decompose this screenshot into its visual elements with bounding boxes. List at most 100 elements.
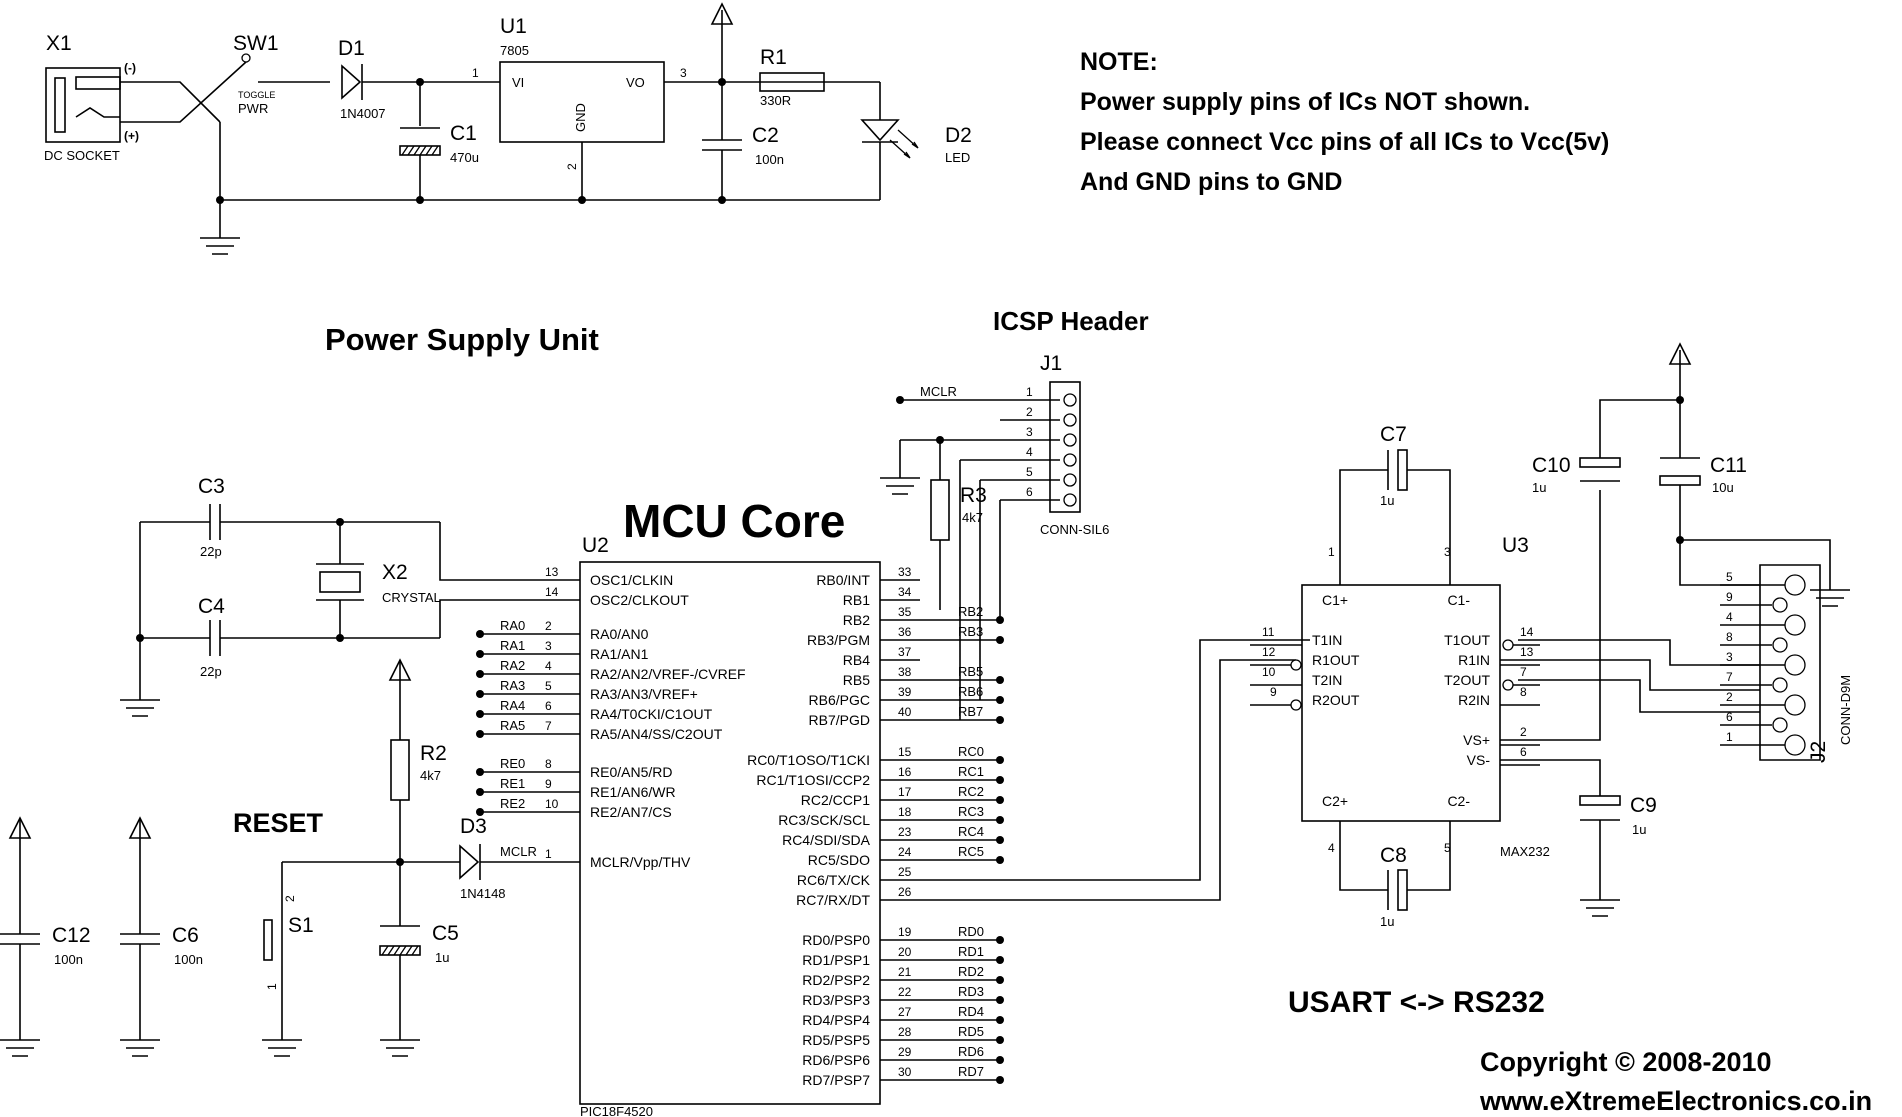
u2-ref: U2 — [582, 534, 609, 557]
website-text: www.eXtremeElectronics.co.in — [1479, 1086, 1872, 1116]
reset-mclr-label: MCLR — [500, 844, 537, 859]
d2-value: LED — [945, 150, 970, 165]
c3-value: 22p — [200, 544, 222, 559]
net-dot — [996, 1036, 1004, 1044]
net-label-rc1: RC1 — [958, 764, 984, 779]
net-dot — [476, 670, 484, 678]
u2-pin-name: RC0/T1OSO/T1CKI — [747, 752, 870, 768]
u3-pin-name-c2p: C2+ — [1322, 793, 1348, 809]
u3-pin-num-r2out: 9 — [1270, 685, 1277, 699]
c1-ref: C1 — [450, 122, 477, 145]
capacitor-c2: C2 100n — [702, 82, 784, 200]
u3-pin-name-r2out: R2OUT — [1312, 692, 1360, 708]
c10-value: 1u — [1532, 480, 1546, 495]
net-label-rc3: RC3 — [958, 804, 984, 819]
u2-pin-num: 36 — [898, 625, 912, 639]
resistor-r1: R1 330R — [759, 46, 825, 108]
u3-pin-name-t1out: T1OUT — [1444, 632, 1490, 648]
u2-pin-name: RE1/AN6/WR — [590, 784, 676, 800]
c6-ref: C6 — [172, 924, 199, 947]
net-label-re2: RE2 — [500, 796, 525, 811]
s1-pin1: 1 — [265, 983, 279, 990]
u3-pin-name-c1m: C1- — [1447, 592, 1470, 608]
u2-pin-num: 9 — [545, 777, 552, 791]
u3-pin-name-vsm: VS- — [1467, 752, 1491, 768]
u3-pin-name-r2in: R2IN — [1458, 692, 1490, 708]
x1-neg-label: (-) — [124, 61, 136, 75]
db9-pin-5 — [1784, 574, 1806, 596]
c10-ref: C10 — [1532, 454, 1571, 477]
net-label-rb6: RB6 — [958, 684, 983, 699]
c3-ref: C3 — [198, 475, 225, 498]
db9-pin-7 — [1772, 677, 1788, 693]
u3-pin-num-t2out: 7 — [1520, 665, 1527, 679]
net-dot — [996, 1016, 1004, 1024]
net-dot — [996, 696, 1004, 704]
u3-pin-name-r1out: R1OUT — [1312, 652, 1360, 668]
j1-ref: J1 — [1040, 352, 1062, 375]
j1-pin-num: 3 — [1026, 425, 1033, 439]
u2-pin-name: RC1/T1OSI/CCP2 — [756, 772, 870, 788]
net-label-re0: RE0 — [500, 756, 525, 771]
u2-pin-name: RC6/TX/CK — [797, 872, 871, 888]
net-dot — [996, 856, 1004, 864]
u3-pin-name-t1in: T1IN — [1312, 632, 1342, 648]
u2-pin-name: RC7/RX/DT — [796, 892, 870, 908]
u3-pin-name-t2out: T2OUT — [1444, 672, 1490, 688]
net-dot — [996, 616, 1004, 624]
d1-value: 1N4007 — [340, 106, 386, 121]
u2-pin-name: RB0/INT — [816, 572, 870, 588]
u2-pin-name: RD5/PSP5 — [802, 1032, 870, 1048]
u2-pin-name: RE0/AN5/RD — [590, 764, 672, 780]
u2-pin-num: 13 — [545, 565, 559, 579]
u2-pin-num: 21 — [898, 965, 912, 979]
u2-pin-name: RA0/AN0 — [590, 626, 649, 642]
u2-pin-num: 27 — [898, 1005, 912, 1019]
c9-ref: C9 — [1630, 794, 1657, 817]
j1-pin-2 — [1063, 413, 1077, 427]
u2-pin-num: 29 — [898, 1045, 912, 1059]
r3-value: 4k7 — [962, 510, 983, 525]
oscillator-section: C3 22p C4 22p X2 CRYSTAL — [120, 475, 580, 717]
db9-pin-1 — [1784, 734, 1806, 756]
u2-pin-num: 22 — [898, 985, 912, 999]
net-label-ra1: RA1 — [500, 638, 525, 653]
r2-ref: R2 — [420, 742, 447, 765]
u3-pin-name-t2in: T2IN — [1312, 672, 1342, 688]
db9-pin-num: 1 — [1726, 730, 1733, 744]
c12-value: 100n — [54, 952, 83, 967]
c1-value: 470u — [450, 150, 479, 165]
note-line-2: Please connect Vcc pins of all ICs to Vc… — [1080, 128, 1609, 156]
u2-pin-num: 30 — [898, 1065, 912, 1079]
u2-pin-num: 15 — [898, 745, 912, 759]
net-label-rc2: RC2 — [958, 784, 984, 799]
u2-pin-num: 39 — [898, 685, 912, 699]
d2-ref: D2 — [945, 124, 972, 147]
net-label-ra0: RA0 — [500, 618, 525, 633]
net-label-rd5: RD5 — [958, 1024, 984, 1039]
net-label-rd4: RD4 — [958, 1004, 984, 1019]
u3-pin-num-c1p: 1 — [1328, 545, 1335, 559]
u3-pin-num-vsm: 6 — [1520, 745, 1527, 759]
u2-pin-num: 10 — [545, 797, 559, 811]
db9-pin-3 — [1784, 654, 1806, 676]
u2-pin-name: RC4/SDI/SDA — [782, 832, 871, 848]
r1-ref: R1 — [760, 46, 787, 69]
d1-ref: D1 — [338, 37, 365, 60]
s1-pin2: 2 — [283, 895, 297, 902]
r3-ref: R3 — [960, 484, 987, 507]
reset-section: R2 4k7 D3 1N4148 MCLR C5 1u S1 1 2 — [262, 658, 580, 1057]
u2-pin-name: RB3/PGM — [807, 632, 870, 648]
u1-pin3: 3 — [680, 66, 687, 80]
sw1-type: TOGGLE — [238, 90, 275, 100]
c2-ref: C2 — [752, 124, 779, 147]
u2-pin-name: RB4 — [843, 652, 870, 668]
j1-pin-num: 2 — [1026, 405, 1033, 419]
net-dot — [476, 690, 484, 698]
u3-pin-num-t2in: 10 — [1262, 665, 1276, 679]
u2-pin-name: OSC2/CLKOUT — [590, 592, 689, 608]
u2-pin-num: 37 — [898, 645, 912, 659]
note-title: NOTE: — [1080, 48, 1158, 76]
